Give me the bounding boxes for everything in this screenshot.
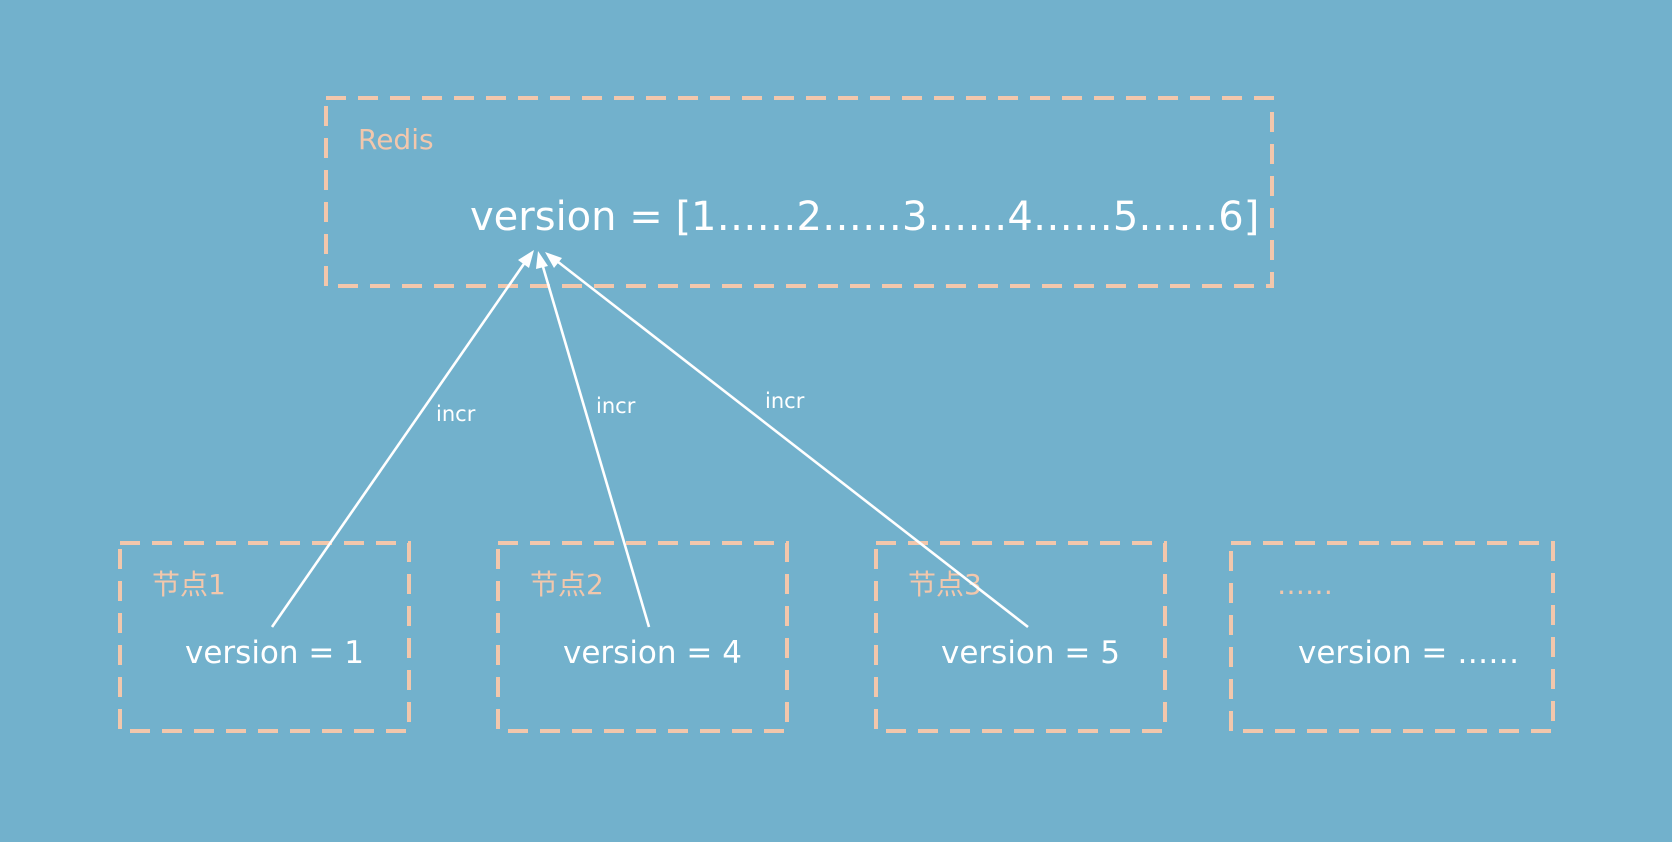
- redis-box-border: [324, 96, 1274, 288]
- node-2-version-value: version = 4: [563, 635, 742, 671]
- edge-node2-to-redis: incr: [536, 251, 651, 628]
- node-box-3-border: [874, 541, 1167, 733]
- redis-version-value: version = [1……2……3……4……5……6]: [470, 194, 1259, 240]
- node-box-3: 节点3 version = 5: [874, 541, 1167, 733]
- node-1-title: 节点1: [152, 568, 226, 601]
- edge-node1-line: [270, 257, 530, 628]
- node-box-4: …… version = ……: [1229, 541, 1555, 733]
- edge-node2-label: incr: [596, 394, 636, 418]
- redis-title: Redis: [358, 123, 434, 156]
- node-4-title: ……: [1277, 568, 1333, 601]
- node-box-2-border: [496, 541, 789, 733]
- edge-node3-to-redis: incr: [545, 252, 1029, 629]
- edge-node2-line: [539, 259, 651, 628]
- node-4-version-value: version = ……: [1298, 635, 1519, 671]
- node-1-version-value: version = 1: [185, 635, 364, 671]
- node-box-2: 节点2 version = 4: [496, 541, 789, 733]
- edge-node1-label: incr: [436, 402, 476, 426]
- edge-node3-label: incr: [765, 389, 805, 413]
- edge-node1-arrowhead: [518, 250, 534, 268]
- node-2-title: 节点2: [530, 568, 604, 601]
- node-box-4-border: [1229, 541, 1555, 733]
- edge-node2-arrowhead: [536, 251, 548, 269]
- node-box-1-border: [118, 541, 411, 733]
- edge-node3-line: [552, 256, 1029, 629]
- node-box-1: 节点1 version = 1: [118, 541, 411, 733]
- node-3-title: 节点3: [908, 568, 982, 601]
- redis-box: Redis version = [1……2……3……4……5……6]: [324, 96, 1274, 288]
- edge-node3-arrowhead: [545, 252, 562, 268]
- edge-node1-to-redis: incr: [270, 250, 534, 628]
- node-3-version-value: version = 5: [941, 635, 1120, 671]
